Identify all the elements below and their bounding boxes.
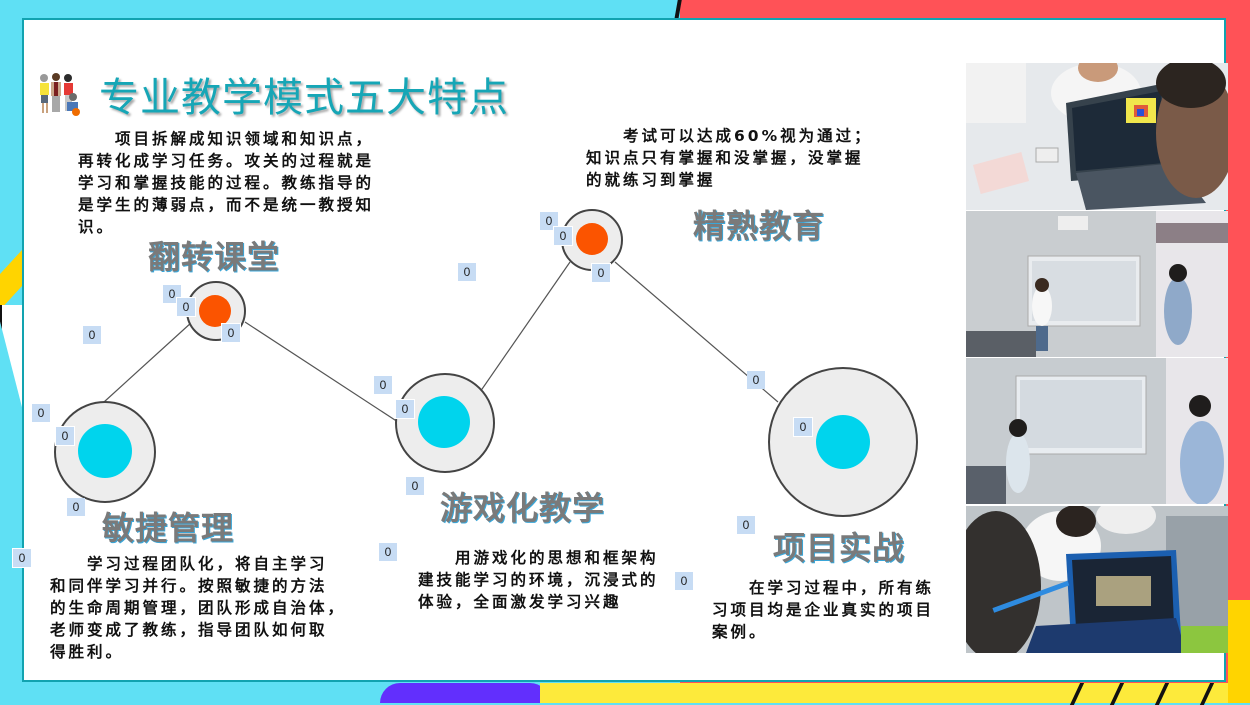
feature-description-agile-management: 学习过程团队化，将自主学习 和同伴学习并行。按照敏捷的方法 的生命周期管理，团队… (50, 555, 347, 661)
placeholder-badge: 0 (379, 543, 397, 561)
placeholder-badge: 0 (32, 404, 50, 422)
placeholder-badge: 0 (406, 477, 424, 495)
background-purple-shape (380, 683, 550, 703)
node-mastery-education (561, 209, 623, 271)
placeholder-badge: 0 (540, 212, 558, 230)
placeholder-badge: 0 (747, 371, 765, 389)
feature-label-agile-management: 敏捷管理 (102, 509, 235, 547)
placeholder-badge: 0 (83, 326, 101, 344)
photo-whiteboard-presentation-2 (966, 358, 1228, 504)
feature-label-flipped-classroom: 翻转课堂 (148, 238, 281, 276)
feature-description-project-practice: 在学习过程中，所有练 习项目均是企业真实的项目 案例。 (712, 579, 935, 641)
node-gamified-teaching (395, 373, 495, 473)
feature-description-mastery-education: 考试可以达成60%视为通过； 知识点只有掌握和没掌握，没掌握 的就练习到掌握 (586, 127, 873, 189)
placeholder-badge: 0 (395, 399, 415, 419)
photo-students-coding (966, 506, 1228, 653)
placeholder-badge: 0 (737, 516, 755, 534)
photo-whiteboard-presentation-1 (966, 211, 1228, 357)
photo-students-laptop (966, 63, 1228, 210)
placeholder-badge: 0 (67, 498, 85, 516)
placeholder-badge: 0 (591, 263, 611, 283)
placeholder-badge: 0 (221, 323, 241, 343)
placeholder-badge: 0 (458, 263, 476, 281)
feature-label-gamified-teaching: 游戏化教学 (440, 489, 606, 527)
placeholder-badge: 0 (12, 548, 32, 568)
feature-label-mastery-education: 精熟教育 (693, 207, 826, 245)
placeholder-badge: 0 (176, 297, 196, 317)
people-group-icon (35, 70, 85, 118)
page-title: 专业教学模式五大特点 (99, 74, 509, 121)
title-bar: 专业教学模式五大特点 (35, 38, 509, 150)
node-project-practice (768, 367, 918, 517)
background-right-yellow-shape (1228, 600, 1250, 703)
feature-label-project-practice: 项目实战 (773, 529, 906, 567)
placeholder-badge: 0 (675, 572, 693, 590)
placeholder-badge: 0 (553, 226, 573, 246)
node-agile-management (54, 401, 156, 503)
placeholder-badge: 0 (374, 376, 392, 394)
placeholder-badge: 0 (793, 417, 813, 437)
feature-description-flipped-classroom: 项目拆解成知识领域和知识点， 再转化成学习任务。攻关的过程就是 学习和掌握技能的… (78, 130, 375, 236)
feature-description-gamified-teaching: 用游戏化的思想和框架构 建技能学习的环境，沉浸式的 体验，全面激发学习兴趣 (418, 549, 659, 611)
placeholder-badge: 0 (55, 426, 75, 446)
